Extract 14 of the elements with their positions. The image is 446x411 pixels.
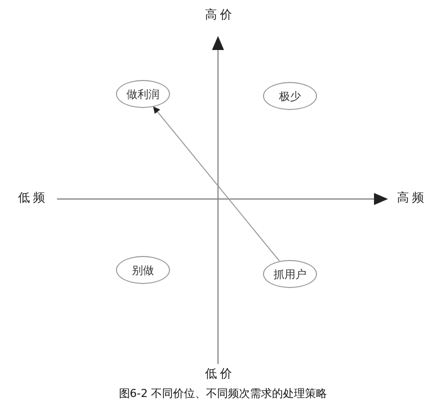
ellipse-node [116, 256, 170, 284]
node-label: 抓用户 [274, 266, 306, 282]
ellipse-node [263, 260, 317, 288]
node-label: 做利润 [126, 86, 160, 102]
arrow [153, 106, 280, 262]
ellipse-node [116, 80, 170, 108]
node-label: 极少 [279, 88, 301, 104]
node-label: 别做 [132, 262, 154, 278]
caption: 图6-2 不同价位、不同频次需求的处理策略 [118, 386, 328, 401]
axis-label: 低价 [205, 366, 235, 382]
axis-label: 高价 [205, 6, 235, 24]
ellipse-node [263, 82, 317, 110]
axis-label: 低频 [18, 190, 48, 206]
axis-label: 高频 [397, 190, 427, 206]
